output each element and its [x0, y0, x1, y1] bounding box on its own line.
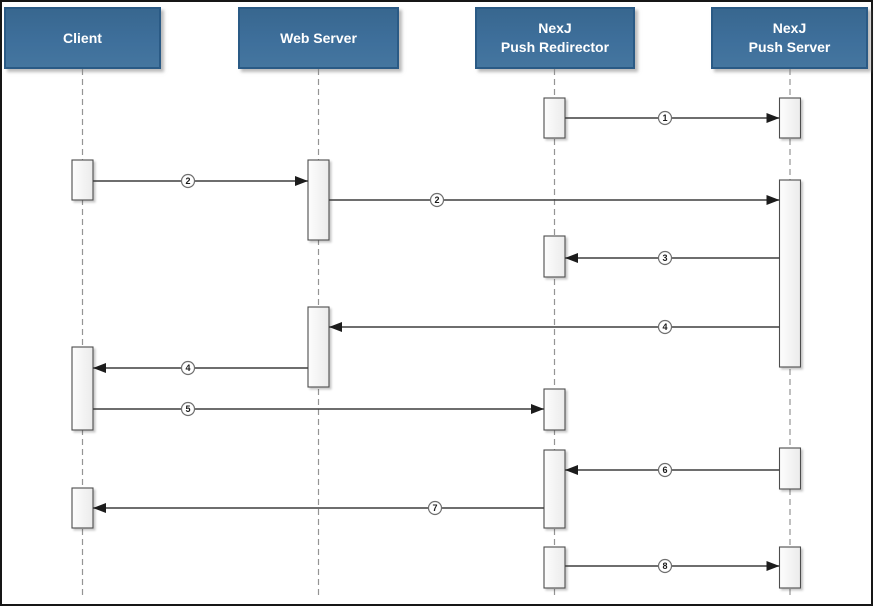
message-number-badge	[657, 110, 673, 126]
arrowhead-right-icon	[766, 561, 780, 571]
actor-box-web-server: Web Server	[238, 7, 399, 69]
arrowhead-right-icon	[766, 195, 780, 205]
activation-push-server-2	[778, 179, 802, 368]
message-number-badge	[657, 319, 673, 335]
message-7: 7	[93, 500, 544, 516]
activation-redirector-3	[543, 388, 566, 431]
message-8: 8	[565, 558, 780, 574]
message-number: 4	[662, 322, 667, 332]
message-number: 3	[662, 253, 667, 263]
message-4a: 4	[329, 319, 780, 335]
message-number-badge	[429, 192, 445, 208]
activation-client-2	[71, 346, 94, 431]
message-5: 5	[93, 401, 544, 417]
activation-redirector-5	[543, 546, 566, 589]
arrowhead-right-icon	[295, 176, 308, 186]
message-6: 6	[565, 462, 780, 478]
message-number: 5	[185, 404, 190, 414]
message-number: 2	[185, 176, 190, 186]
message-2b: 2	[329, 192, 780, 208]
actor-box-push-server: NexJ Push Server	[711, 7, 868, 69]
arrowhead-left-icon	[93, 363, 106, 373]
arrowhead-left-icon	[565, 253, 578, 263]
activation-redirector-2	[543, 235, 566, 278]
message-number-badge	[657, 558, 673, 574]
activation-client-1	[71, 159, 94, 201]
message-4b: 4	[93, 360, 308, 376]
arrowhead-left-icon	[565, 465, 578, 475]
arrowhead-right-icon	[766, 113, 780, 123]
arrowhead-left-icon	[93, 503, 106, 513]
actor-box-client: Client	[4, 7, 161, 69]
arrowhead-right-icon	[531, 404, 544, 414]
actor-label-client: Client	[63, 29, 102, 46]
activation-web-server-2	[307, 306, 330, 388]
message-number-badge	[180, 360, 196, 376]
activation-push-server-4	[778, 546, 802, 589]
message-number: 1	[662, 113, 667, 123]
activation-web-server-1	[307, 159, 330, 241]
message-number-badge	[657, 462, 673, 478]
message-3: 3	[565, 250, 780, 266]
message-number: 4	[185, 363, 190, 373]
message-number: 6	[662, 465, 667, 475]
activations	[71, 97, 802, 589]
arrowhead-left-icon	[329, 322, 342, 332]
activation-push-server-3	[778, 447, 802, 490]
message-1: 1	[565, 110, 780, 126]
actor-box-push-redirector: NexJ Push Redirector	[475, 7, 635, 69]
message-number: 8	[662, 561, 667, 571]
activation-redirector-4	[543, 449, 566, 529]
message-number: 7	[432, 503, 437, 513]
message-number-badge	[180, 173, 196, 189]
message-number-badge	[657, 250, 673, 266]
actor-label-push-server: NexJ Push Server	[748, 20, 831, 55]
actor-label-web-server: Web Server	[280, 29, 357, 46]
activation-push-server-1	[778, 97, 802, 139]
message-2a: 2	[93, 173, 308, 189]
message-number: 2	[434, 195, 439, 205]
message-number-badge	[427, 500, 443, 516]
actor-label-push-redirector: NexJ Push Redirector	[500, 20, 610, 55]
activation-redirector-1	[543, 97, 566, 139]
activation-client-3	[71, 487, 94, 529]
message-number-badge	[180, 401, 196, 417]
